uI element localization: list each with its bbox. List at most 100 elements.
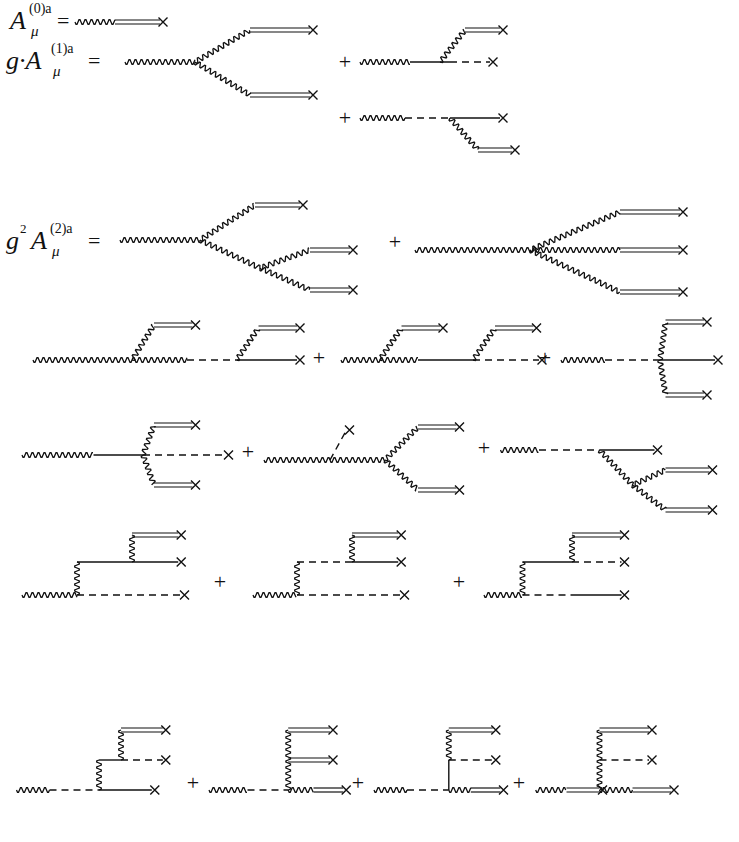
background-line bbox=[255, 202, 300, 203]
background-line bbox=[250, 92, 310, 93]
external-cross bbox=[620, 558, 629, 567]
background-line bbox=[666, 323, 705, 324]
gluon-line bbox=[330, 458, 385, 463]
dashed-line bbox=[143, 454, 226, 455]
plus-sign: + bbox=[242, 441, 254, 463]
plus-sign: + bbox=[539, 347, 551, 369]
background-line bbox=[666, 319, 705, 320]
background-line bbox=[310, 291, 350, 292]
gluon-line bbox=[561, 358, 605, 363]
dashed-line bbox=[330, 430, 347, 460]
gluon-line bbox=[473, 330, 496, 361]
background-line bbox=[418, 428, 457, 429]
gluon-line bbox=[260, 268, 309, 291]
external-cross bbox=[191, 481, 200, 490]
external-cross bbox=[670, 786, 679, 795]
background-line bbox=[418, 491, 457, 492]
background-line bbox=[418, 487, 457, 488]
dashed-line bbox=[297, 561, 352, 562]
dashed-line bbox=[473, 359, 539, 360]
external-cross bbox=[648, 756, 657, 765]
lorentz-index: μ bbox=[52, 244, 60, 259]
lorentz-index: μ bbox=[53, 64, 61, 79]
plus-sign: + bbox=[389, 231, 401, 253]
gluon-line bbox=[632, 485, 667, 510]
quantum-line bbox=[450, 117, 500, 118]
external-cross bbox=[491, 726, 500, 735]
equals-sign: = bbox=[88, 230, 100, 252]
background-line bbox=[132, 532, 178, 533]
background-line bbox=[495, 329, 534, 330]
external-cross bbox=[397, 558, 406, 567]
background-line bbox=[567, 787, 600, 788]
equals-sign: = bbox=[88, 50, 100, 72]
plus-sign: + bbox=[313, 347, 325, 369]
external-cross bbox=[708, 466, 717, 475]
external-cross bbox=[309, 26, 318, 35]
background-line bbox=[402, 325, 441, 326]
external-cross bbox=[620, 591, 629, 600]
background-line bbox=[154, 422, 193, 423]
external-cross bbox=[439, 324, 448, 333]
dashed-line bbox=[187, 359, 237, 360]
background-line bbox=[288, 731, 330, 732]
external-cross bbox=[679, 288, 688, 297]
gluon-line bbox=[22, 593, 77, 598]
external-cross bbox=[397, 531, 406, 540]
background-line bbox=[633, 787, 672, 788]
dashed-line bbox=[572, 561, 622, 562]
external-cross bbox=[400, 591, 409, 600]
gluon-line bbox=[415, 248, 530, 253]
external-cross bbox=[511, 146, 520, 155]
gluon-line bbox=[17, 788, 50, 793]
gluon-line bbox=[195, 62, 251, 96]
external-cross bbox=[499, 114, 508, 123]
quantum-line bbox=[660, 359, 715, 360]
quantum-line bbox=[94, 454, 144, 455]
gluon-line bbox=[130, 535, 135, 562]
external-cross bbox=[489, 58, 498, 67]
gluon-line bbox=[200, 203, 254, 241]
gluon-line bbox=[288, 788, 313, 793]
quantum-line bbox=[132, 561, 178, 562]
dashed-line bbox=[523, 594, 573, 595]
dashed-line bbox=[449, 759, 493, 760]
gluon-line bbox=[75, 562, 80, 595]
external-cross bbox=[191, 321, 200, 330]
quantum-line bbox=[410, 61, 450, 62]
plus-sign: + bbox=[352, 772, 364, 794]
quantum-line bbox=[352, 561, 398, 562]
external-cross bbox=[191, 421, 200, 430]
quantum-line bbox=[99, 789, 152, 790]
gluon-line bbox=[125, 60, 195, 65]
dashed-line bbox=[605, 359, 660, 360]
background-line bbox=[121, 727, 163, 728]
order-index: 2 bbox=[20, 222, 27, 235]
external-cross bbox=[177, 531, 186, 540]
background-line bbox=[115, 23, 160, 24]
gluon-line bbox=[264, 458, 330, 463]
background-line bbox=[471, 791, 501, 792]
background-line bbox=[572, 536, 622, 537]
gluon-line bbox=[22, 453, 93, 458]
gluon-line bbox=[75, 20, 115, 25]
gluon-line bbox=[658, 323, 667, 360]
background-line bbox=[259, 329, 298, 330]
external-cross bbox=[703, 391, 712, 400]
gluon-line bbox=[120, 238, 200, 243]
background-line bbox=[288, 757, 330, 758]
background-line bbox=[259, 325, 298, 326]
background-line bbox=[633, 791, 672, 792]
gluon-line bbox=[374, 788, 407, 793]
dashed-line bbox=[405, 117, 450, 118]
background-line bbox=[567, 791, 600, 792]
plus-sign: + bbox=[339, 107, 351, 129]
background-line bbox=[310, 251, 350, 252]
external-cross bbox=[703, 318, 712, 327]
quantum-line bbox=[572, 594, 622, 595]
background-line bbox=[154, 322, 193, 323]
gluon-line bbox=[237, 330, 260, 361]
gluon-line bbox=[200, 240, 260, 269]
background-line bbox=[620, 209, 680, 210]
order-index: (0)a bbox=[29, 2, 52, 16]
